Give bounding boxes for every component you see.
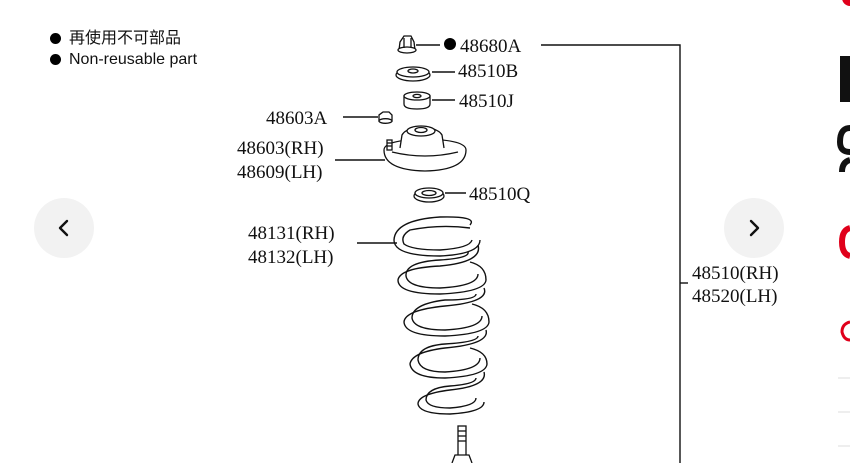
- coil-spring-icon: [393, 216, 490, 415]
- part-label-48520lh: 48520(LH): [692, 286, 777, 307]
- part-label-48510b: 48510B: [458, 61, 518, 82]
- legend: 再使用不可部品 Non-reusable part: [50, 28, 197, 70]
- non-reusable-marker-icon: [444, 38, 456, 50]
- chevron-right-icon: [749, 219, 760, 237]
- nut-48680a-icon: [397, 35, 417, 54]
- next-image-button[interactable]: [724, 198, 784, 258]
- seal-48510b-icon: [395, 66, 431, 82]
- legend-item-jp: 再使用不可部品: [50, 28, 197, 49]
- legend-item-en: Non-reusable part: [50, 49, 197, 70]
- part-label-48510j: 48510J: [459, 91, 514, 112]
- nut-48603a-icon: [378, 111, 393, 124]
- part-label-48603a: 48603A: [266, 108, 328, 129]
- shock-absorber-rod-icon: [451, 425, 473, 463]
- cropped-side-panel: [836, 0, 850, 463]
- part-label-48510q: 48510Q: [469, 184, 531, 205]
- insulator-48510q-icon: [413, 187, 445, 203]
- bullet-icon: [50, 33, 61, 44]
- support-48603-icon: [383, 125, 467, 172]
- previous-image-button[interactable]: [34, 198, 94, 258]
- part-label-48603rh: 48603(RH): [237, 138, 324, 159]
- chevron-left-icon: [58, 219, 69, 237]
- part-label-48510rh: 48510(RH): [692, 263, 779, 284]
- bullet-icon: [50, 54, 61, 65]
- cropped-content-fragments: [836, 0, 850, 447]
- part-label-48680a: 48680A: [460, 36, 522, 57]
- legend-label-jp: 再使用不可部品: [69, 30, 182, 47]
- part-label-48609lh: 48609(LH): [237, 162, 322, 183]
- part-label-48131rh: 48131(RH): [248, 223, 335, 244]
- part-label-48132lh: 48132(LH): [248, 247, 333, 268]
- bumper-48510j-icon: [403, 91, 431, 110]
- legend-label-en: Non-reusable part: [69, 51, 198, 68]
- assembly-bracket: [541, 44, 681, 463]
